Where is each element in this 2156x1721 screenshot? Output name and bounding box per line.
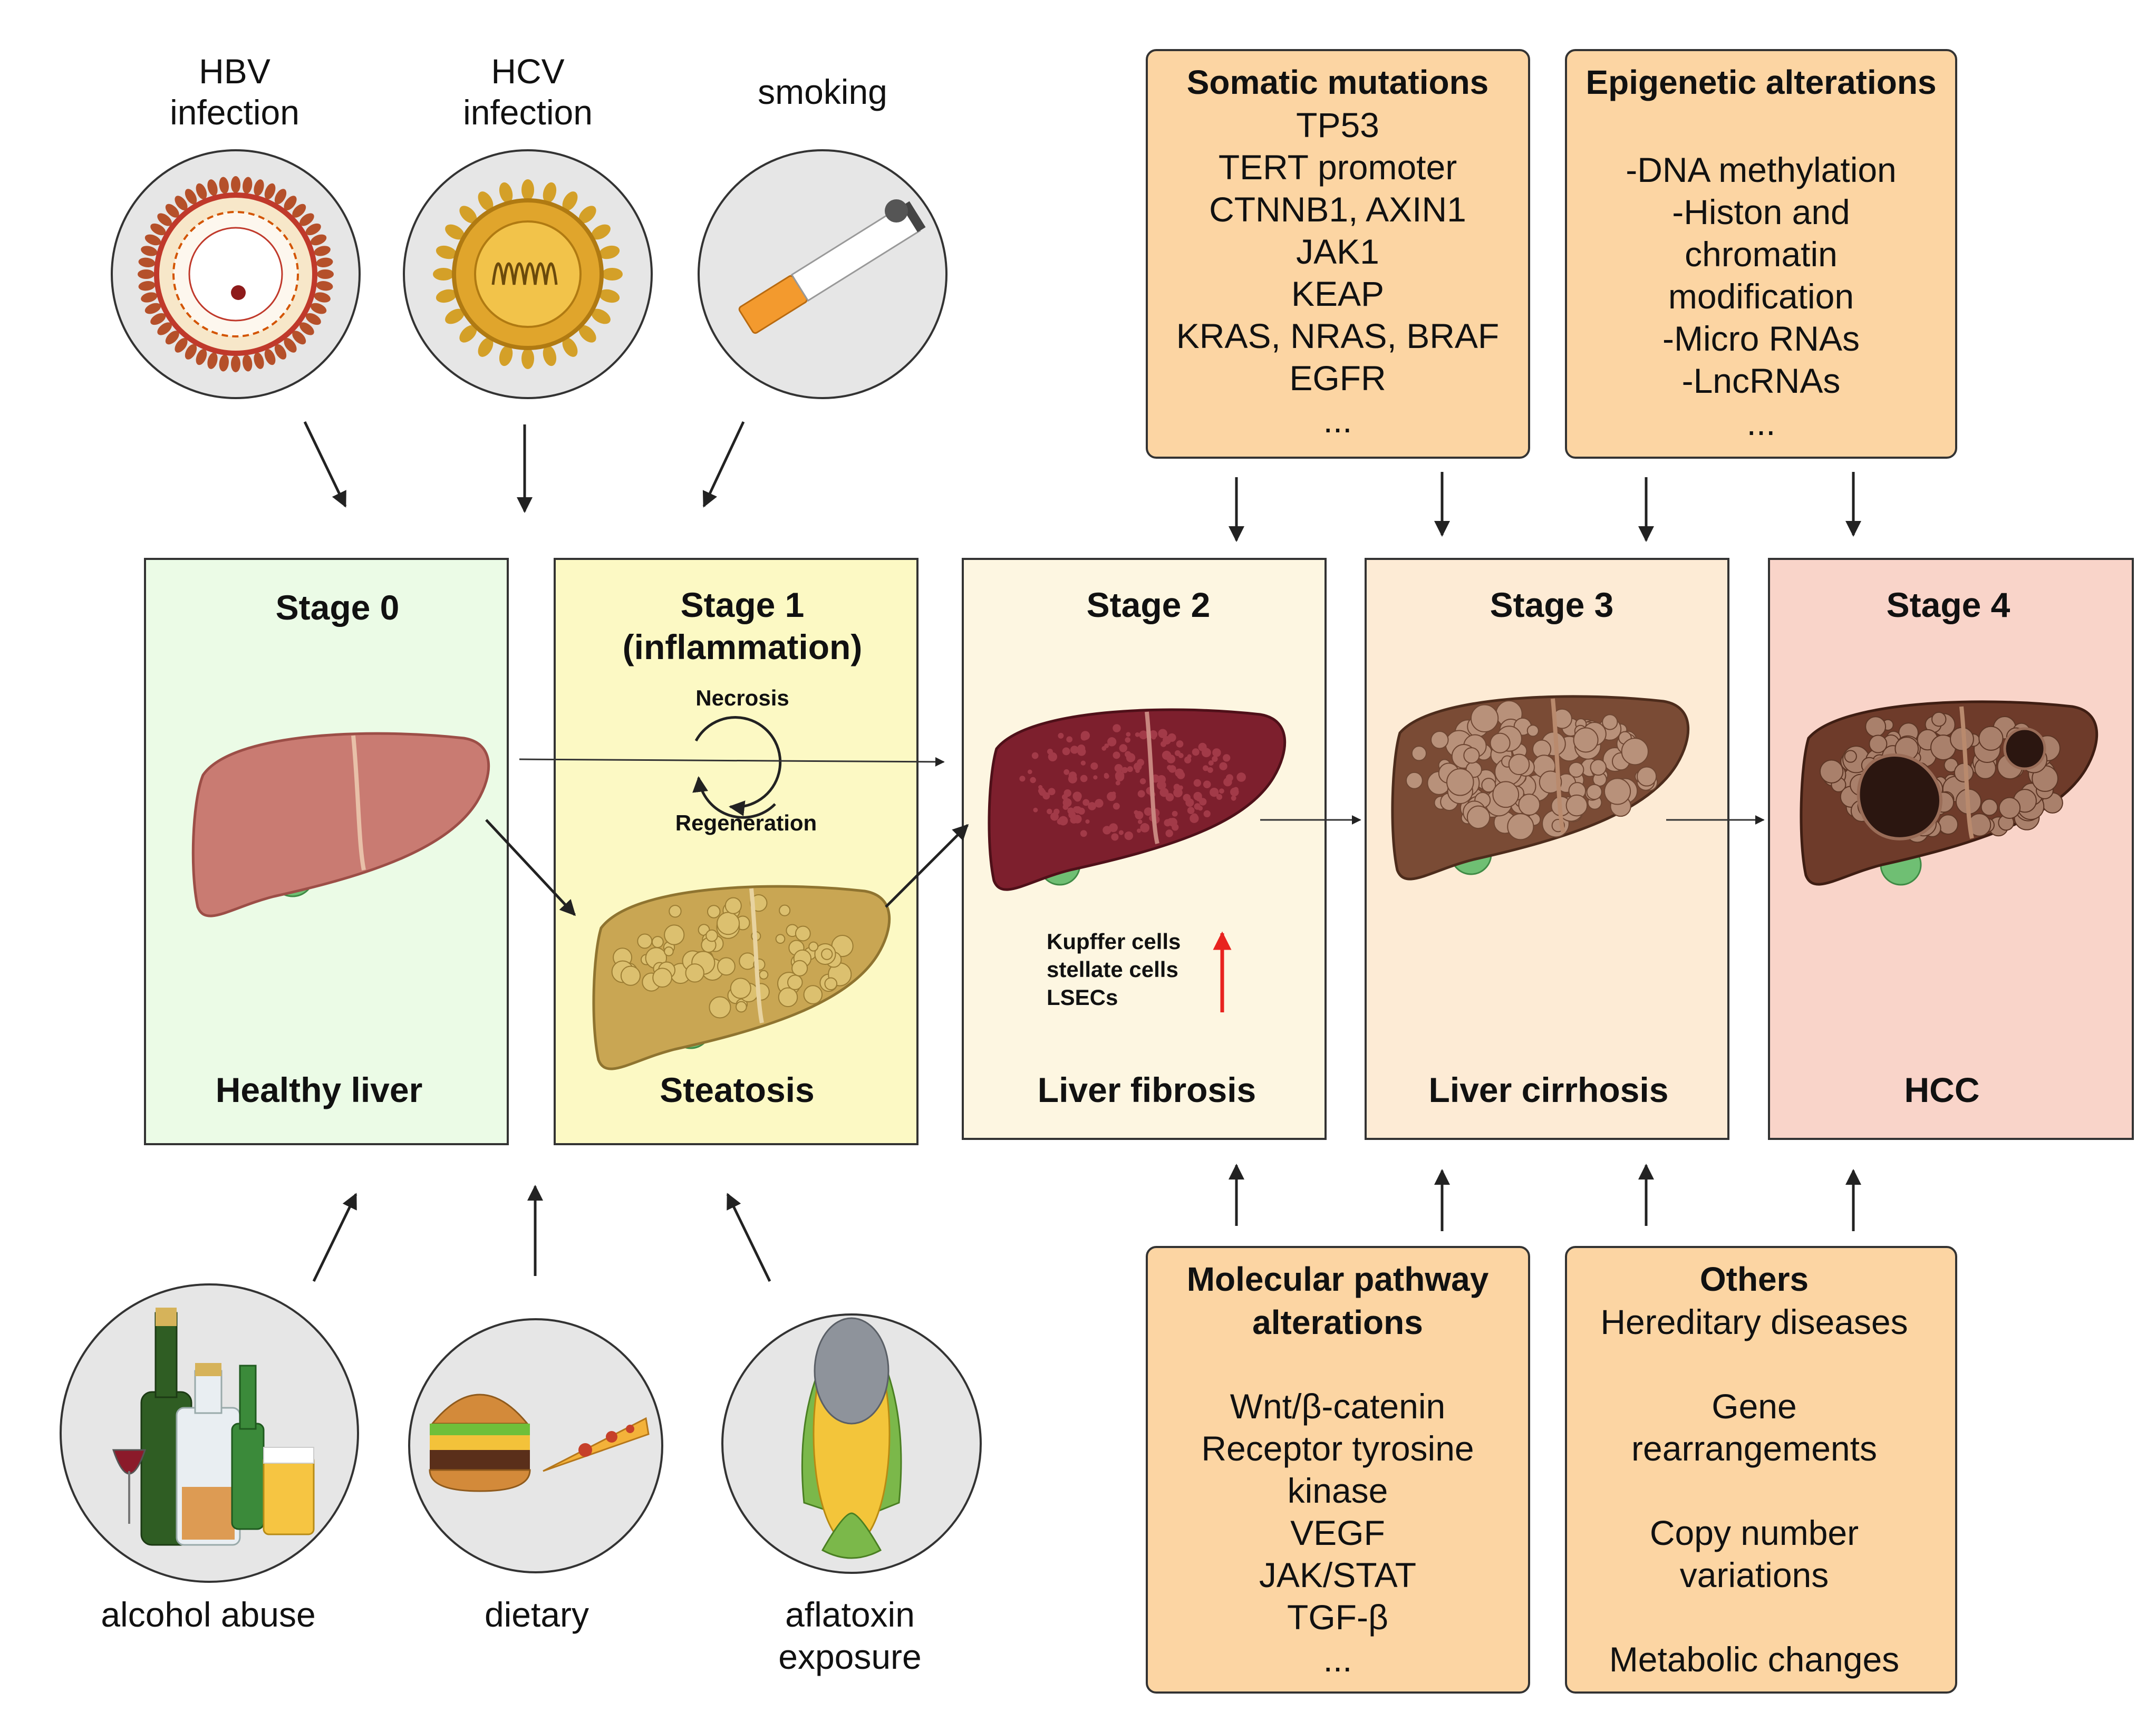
arrow-hbv	[303, 421, 347, 508]
arrow-healthy-to-fibrosis	[519, 757, 945, 767]
risk-label-line: aflatoxin	[785, 1595, 915, 1634]
risk-label-line: infection	[463, 93, 593, 132]
box-line: VEGF	[1290, 1513, 1385, 1552]
box-line: ...	[1323, 1640, 1352, 1679]
arrow-aflatoxin	[726, 1193, 771, 1282]
cycle-label-regeneration: Regeneration	[675, 810, 817, 835]
box-title: Somatic mutations	[1187, 63, 1489, 101]
box-line: kinase	[1288, 1471, 1388, 1510]
box-title: Others	[1700, 1260, 1809, 1298]
box-line: Gene	[1712, 1387, 1796, 1426]
box-line: KRAS, NRAS, BRAF	[1176, 316, 1499, 355]
box-line: TGF-β	[1287, 1598, 1388, 1637]
cells-note-line: stellate cells	[1047, 957, 1178, 982]
box-title: Epigenetic alterations	[1585, 63, 1936, 101]
box-line: modification	[1668, 277, 1854, 316]
stage-title: Stage 1	[681, 585, 805, 624]
box-line: TP53	[1296, 105, 1379, 144]
cells-note-line: Kupffer cells	[1047, 929, 1181, 954]
stage-name: Healthy liver	[216, 1070, 423, 1109]
arrow-steatosis-to-fibrosis	[885, 824, 969, 908]
box-line: ...	[1746, 403, 1775, 442]
epigenetic-alterations-box: Epigenetic alterations -DNA methylation …	[1565, 49, 1957, 459]
risk-label-smoking: smoking	[758, 72, 887, 111]
risk-label-line: exposure	[778, 1637, 922, 1676]
arrow-alcohol	[312, 1193, 357, 1282]
box-line: Metabolic changes	[1609, 1640, 1899, 1679]
box-line: TERT promoter	[1219, 148, 1457, 187]
box-line: Wnt/β-catenin	[1230, 1387, 1445, 1426]
molecular-pathway-box: Molecular pathway alterations Wnt/β-cate…	[1146, 1246, 1530, 1694]
stage-title: Stage 2	[1087, 585, 1211, 624]
box-line: Receptor tyrosine	[1201, 1429, 1474, 1468]
cells-note-line: LSECs	[1047, 985, 1118, 1010]
box-line: -Micro RNAs	[1662, 319, 1860, 358]
stage-title: (inflammation)	[623, 627, 863, 666]
risk-label-line: infection	[170, 93, 299, 132]
cycle-arrow-top	[694, 716, 782, 816]
stage-title: Stage 3	[1490, 585, 1614, 624]
risk-label-hcv: HCV infection	[463, 52, 593, 132]
box-line: rearrangements	[1631, 1429, 1877, 1468]
box-line: Hereditary diseases	[1600, 1302, 1908, 1341]
box-line: -DNA methylation	[1626, 150, 1897, 189]
steatosis-liver-icon	[592, 885, 891, 1070]
box-line: JAK1	[1296, 232, 1379, 271]
box-line: KEAP	[1291, 274, 1384, 313]
cycle-arrow-bottom	[692, 776, 776, 819]
box-line: Copy number	[1650, 1513, 1859, 1552]
stage-name: Steatosis	[660, 1070, 814, 1109]
alcohol-bottles-icon	[60, 1283, 359, 1583]
risk-label-alcohol: alcohol abuse	[101, 1595, 315, 1634]
risk-label-line: alcohol abuse	[101, 1595, 315, 1634]
stage-title: Stage 0	[276, 588, 400, 627]
hcv-virus-icon	[403, 149, 653, 399]
stage-name: HCC	[1904, 1070, 1980, 1109]
stage-name: Liver fibrosis	[1038, 1070, 1256, 1109]
risk-label-dietary: dietary	[485, 1595, 589, 1634]
stage-name: Liver cirrhosis	[1429, 1070, 1669, 1109]
box-line: CTNNB1, AXIN1	[1209, 190, 1466, 229]
stage-title: Stage 4	[1887, 585, 2010, 624]
fibrosis-liver-icon	[988, 708, 1287, 891]
somatic-mutations-box: Somatic mutations TP53 TERT promoter CTN…	[1146, 49, 1530, 459]
healthy-liver-icon	[191, 732, 490, 917]
box-line: chromatin	[1685, 235, 1838, 274]
box-line: variations	[1680, 1555, 1829, 1594]
arrow-healthy-to-steatosis	[485, 819, 576, 916]
risk-label-line: smoking	[758, 72, 887, 111]
box-line: ...	[1323, 401, 1352, 440]
risk-label-line: HBV	[199, 52, 270, 91]
arrow-smoking	[702, 421, 745, 508]
risk-label-hbv: HBV infection	[170, 52, 299, 132]
box-title: alterations	[1252, 1303, 1423, 1341]
box-line: -Histon and	[1672, 192, 1850, 231]
others-box: Others Hereditary diseases Gene rearrang…	[1565, 1246, 1957, 1694]
cells-note: Kupffer cells stellate cells LSECs	[1047, 929, 1232, 1012]
cycle-label-necrosis: Necrosis	[695, 685, 789, 710]
fast-food-icon	[408, 1318, 663, 1573]
hbv-virus-icon	[111, 149, 361, 399]
risk-label-aflatoxin: aflatoxin exposure	[778, 1595, 922, 1676]
box-line: EGFR	[1289, 359, 1386, 398]
box-line: JAK/STAT	[1259, 1555, 1416, 1594]
box-line: -LncRNAs	[1682, 361, 1841, 400]
risk-label-line: HCV	[491, 52, 564, 91]
cirrhosis-liver-icon	[1391, 695, 1690, 881]
risk-label-line: dietary	[485, 1595, 589, 1634]
box-title: Molecular pathway	[1187, 1260, 1489, 1298]
moldy-corn-icon	[721, 1313, 982, 1574]
cigarette-icon	[698, 149, 948, 399]
hcc-liver-icon	[1800, 700, 2099, 886]
